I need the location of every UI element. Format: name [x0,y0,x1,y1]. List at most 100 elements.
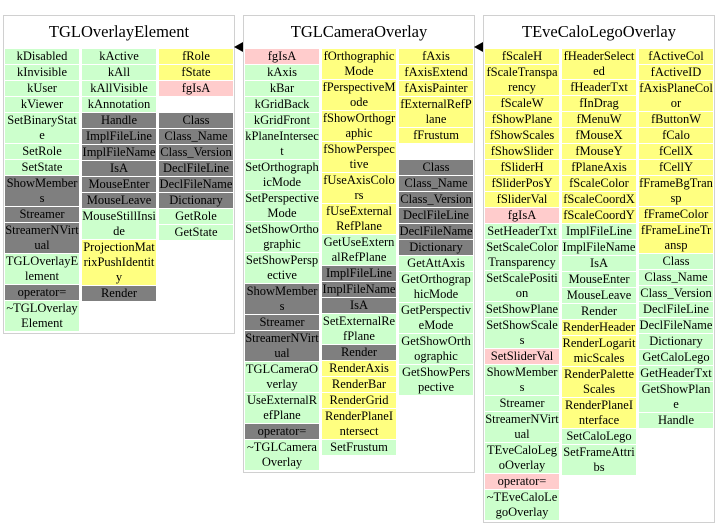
member-cell[interactable]: RenderPaletteScales [562,367,636,397]
member-cell[interactable]: RenderLogaritmicScales [562,336,636,366]
member-cell[interactable]: DeclFileLine [399,208,473,223]
member-cell[interactable]: TEveCaloLegoOverlay [485,443,559,473]
member-cell[interactable]: MouseEnter [82,177,156,192]
member-cell[interactable]: Class_Name [399,176,473,191]
member-cell[interactable]: TGLCameraOverlay [245,362,319,392]
member-cell[interactable]: DeclFileName [399,224,473,239]
member-cell[interactable]: DeclFileName [159,177,233,192]
member-cell[interactable]: fCellX [639,144,713,159]
member-cell[interactable]: kPlaneIntersect [245,129,319,159]
member-cell[interactable]: RenderAxis [322,361,396,376]
member-cell[interactable]: SetOrthographicMode [245,160,319,190]
member-cell[interactable]: fCalo [639,128,713,143]
member-cell[interactable]: kGridFront [245,113,319,128]
member-cell[interactable]: SetPerspectiveMode [245,191,319,221]
member-cell[interactable]: kViewer [5,97,79,112]
member-cell[interactable]: fUseAxisColors [322,173,396,203]
member-cell[interactable]: kAllVisible [82,81,156,96]
member-cell[interactable]: Streamer [5,207,79,222]
member-cell[interactable]: RenderBar [322,377,396,392]
member-cell[interactable]: GetPerspectiveMode [399,303,473,333]
member-cell[interactable]: MouseEnter [562,272,636,287]
member-cell[interactable]: StreamerNVirtual [245,331,319,361]
class-title[interactable]: TGLOverlayElement [48,22,190,41]
member-cell[interactable]: GetOrthographicMode [399,272,473,302]
member-cell[interactable]: fButtonW [639,112,713,127]
member-cell[interactable]: fShowSlider [485,144,559,159]
member-cell[interactable]: fSliderVal [485,192,559,207]
member-cell[interactable]: Render [82,286,156,301]
member-cell[interactable]: MouseLeave [82,193,156,208]
member-cell[interactable]: Render [322,345,396,360]
member-cell[interactable]: operator= [245,424,319,439]
member-cell[interactable]: fHeaderTxt [562,80,636,95]
member-cell[interactable]: kInvisible [5,65,79,80]
member-cell[interactable]: fAxisPainter [399,81,473,96]
member-cell[interactable]: kBar [245,81,319,96]
member-cell[interactable]: IsA [562,256,636,271]
member-cell[interactable]: fCellY [639,160,713,175]
member-cell[interactable]: Class_Version [639,286,713,301]
member-cell[interactable]: IsA [82,161,156,176]
member-cell[interactable]: RenderPlaneInterface [562,398,636,428]
member-cell[interactable]: ProjectionMatrixPushIdentity [82,240,156,285]
member-cell[interactable]: fMouseY [562,144,636,159]
member-cell[interactable]: kDisabled [5,49,79,64]
member-cell[interactable]: GetShowOrthographic [399,334,473,364]
member-cell[interactable]: fShowOrthographic [322,111,396,141]
member-cell[interactable]: GetShowPlane [639,382,713,412]
member-cell[interactable]: SetHeaderTxt [485,224,559,239]
member-cell[interactable]: fActiveID [639,65,713,80]
member-cell[interactable]: fgIsA [159,81,233,96]
member-cell[interactable]: kActive [82,49,156,64]
member-cell[interactable]: fInDrag [562,96,636,111]
member-cell[interactable]: Dictionary [159,193,233,208]
member-cell[interactable]: Streamer [245,315,319,330]
member-cell[interactable]: ~TEveCaloLegoOverlay [485,490,559,520]
member-cell[interactable]: SetShowScales [485,318,559,348]
member-cell[interactable]: fScaleColor [562,176,636,191]
member-cell[interactable]: Class_Name [159,129,233,144]
member-cell[interactable]: ImplFileLine [322,266,396,281]
member-cell[interactable]: fScaleTransparency [485,65,559,95]
member-cell[interactable]: ImplFileLine [562,224,636,239]
member-cell[interactable]: ShowMembers [245,284,319,314]
member-cell[interactable]: fPlaneAxis [562,160,636,175]
member-cell[interactable]: SetState [5,160,79,175]
class-title[interactable]: TGLCameraOverlay [290,22,428,41]
member-cell[interactable]: fShowScales [485,128,559,143]
member-cell[interactable]: GetRole [159,209,233,224]
member-cell[interactable]: Class_Version [399,192,473,207]
member-cell[interactable]: fSliderPosY [485,176,559,191]
member-cell[interactable]: ImplFileLine [82,129,156,144]
member-cell[interactable]: SetScaleColorTransparency [485,240,559,270]
member-cell[interactable]: ImplFileName [82,145,156,160]
member-cell[interactable]: ImplFileName [562,240,636,255]
member-cell[interactable]: Class_Name [639,270,713,285]
member-cell[interactable]: fExternalRefPlane [399,97,473,127]
member-cell[interactable]: Render [562,304,636,319]
member-cell[interactable]: fScaleCoordX [562,192,636,207]
member-cell[interactable]: kUser [5,81,79,96]
member-cell[interactable]: fActiveCol [639,49,713,64]
member-cell[interactable]: fMouseX [562,128,636,143]
member-cell[interactable]: fFrustum [399,128,473,143]
member-cell[interactable]: fHeaderSelected [562,49,636,79]
member-cell[interactable]: SetExternalRefPlane [322,314,396,344]
member-cell[interactable]: SetBinaryState [5,113,79,143]
member-cell[interactable]: fPerspectiveMode [322,80,396,110]
member-cell[interactable]: Streamer [485,396,559,411]
member-cell[interactable]: ShowMembers [5,176,79,206]
member-cell[interactable]: fShowPlane [485,112,559,127]
member-cell[interactable]: RenderHeader [562,320,636,335]
member-cell[interactable]: SetCaloLego [562,429,636,444]
member-cell[interactable]: fScaleW [485,96,559,111]
member-cell[interactable]: fAxis [399,49,473,64]
member-cell[interactable]: fSliderH [485,160,559,175]
member-cell[interactable]: ~TGLCameraOverlay [245,440,319,470]
class-title[interactable]: TEveCaloLegoOverlay [522,22,676,41]
member-cell[interactable]: kAxis [245,65,319,80]
member-cell[interactable]: ImplFileName [322,282,396,297]
